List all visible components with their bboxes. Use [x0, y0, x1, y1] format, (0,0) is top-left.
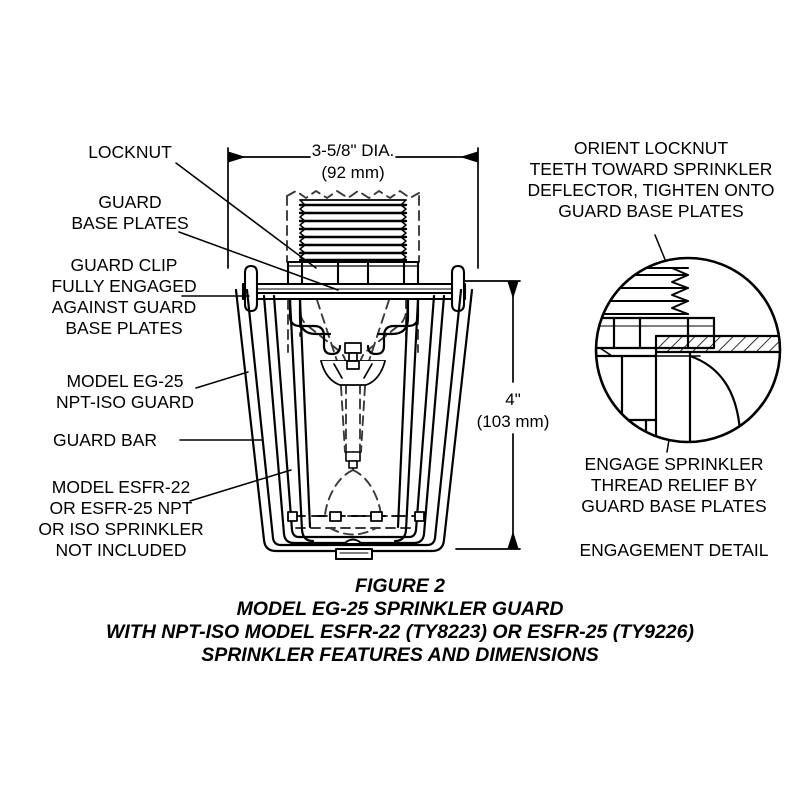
sprinkler-threads [298, 199, 408, 262]
engagement-detail-title: ENGAGEMENT DETAIL [579, 540, 769, 560]
callout-engage-thread-line2: THREAD RELIEF BY [590, 475, 758, 495]
callout-guard-clip-line1: GUARD CLIP [70, 255, 178, 275]
detail-base-plate [654, 334, 780, 354]
callout-model-eg25-line1: MODEL EG-25 [66, 371, 184, 391]
guard-clip-left [243, 264, 259, 313]
callout-model-esfr-line2: OR ESFR-25 NPT [49, 498, 193, 518]
guard-center-bars [288, 298, 420, 543]
callout-model-esfr-line1: MODEL ESFR-22 [51, 477, 191, 497]
callout-engage-thread-line1: ENGAGE SPRINKLER [584, 454, 764, 474]
engagement-detail [594, 256, 782, 444]
caption-line-2: MODEL EG-25 SPRINKLER GUARD [236, 598, 564, 620]
callout-guard-base-plates-line2: BASE PLATES [71, 213, 189, 233]
callout-orient-locknut-line2: TEETH TOWARD SPRINKLER [529, 159, 773, 179]
guard-base-plates [241, 282, 467, 301]
callout-model-esfr-line4: NOT INCLUDED [55, 540, 187, 560]
caption-line-3: WITH NPT-ISO MODEL ESFR-22 (TY8223) OR E… [105, 621, 694, 643]
sprinkler-deflector [320, 342, 386, 386]
callout-guard-clip-line2: FULLY ENGAGED [51, 276, 197, 296]
callout-orient-locknut-line4: GUARD BASE PLATES [558, 201, 744, 221]
detail-circle-border [594, 256, 782, 444]
callout-guard-base-plates-line1: GUARD [98, 192, 162, 212]
locknut [286, 260, 420, 286]
height-dimension-value: 4" [505, 390, 521, 409]
callout-engage-thread-line3: GUARD BASE PLATES [581, 496, 767, 516]
width-dimension [227, 147, 479, 269]
width-dimension-value: 3-5/8" DIA. [311, 141, 395, 160]
guard-bar [287, 511, 425, 522]
callout-orient-locknut-line3: DEFLECTOR, TIGHTEN ONTO [527, 180, 775, 200]
callout-locknut: LOCKNUT [88, 142, 172, 162]
callout-guard-clip-line3: AGAINST GUARD [51, 297, 197, 317]
guard-outer-bars [234, 288, 474, 553]
caption-line-4: SPRINKLER FEATURES AND DIMENSIONS [201, 644, 599, 666]
guard-clip-right [450, 264, 466, 313]
leader-lines-left [175, 162, 339, 502]
callout-orient-locknut-line1: ORIENT LOCKNUT [573, 138, 729, 158]
sprinkler-bulb-seat [345, 451, 361, 469]
callout-guard-bar: GUARD BAR [52, 430, 158, 450]
callout-model-esfr-line3: OR ISO SPRINKLER [38, 519, 204, 539]
height-dimension-metric: (103 mm) [476, 412, 550, 431]
guard-inner-bars [262, 294, 446, 545]
guard-bottom-boss [335, 538, 373, 560]
callout-model-eg25-line2: NPT-ISO GUARD [55, 392, 195, 412]
guard-top-hooks [288, 298, 420, 356]
callout-guard-clip-line4: BASE PLATES [65, 318, 183, 338]
width-dimension-metric: (92 mm) [321, 163, 385, 182]
caption-line-1: FIGURE 2 [355, 575, 445, 597]
